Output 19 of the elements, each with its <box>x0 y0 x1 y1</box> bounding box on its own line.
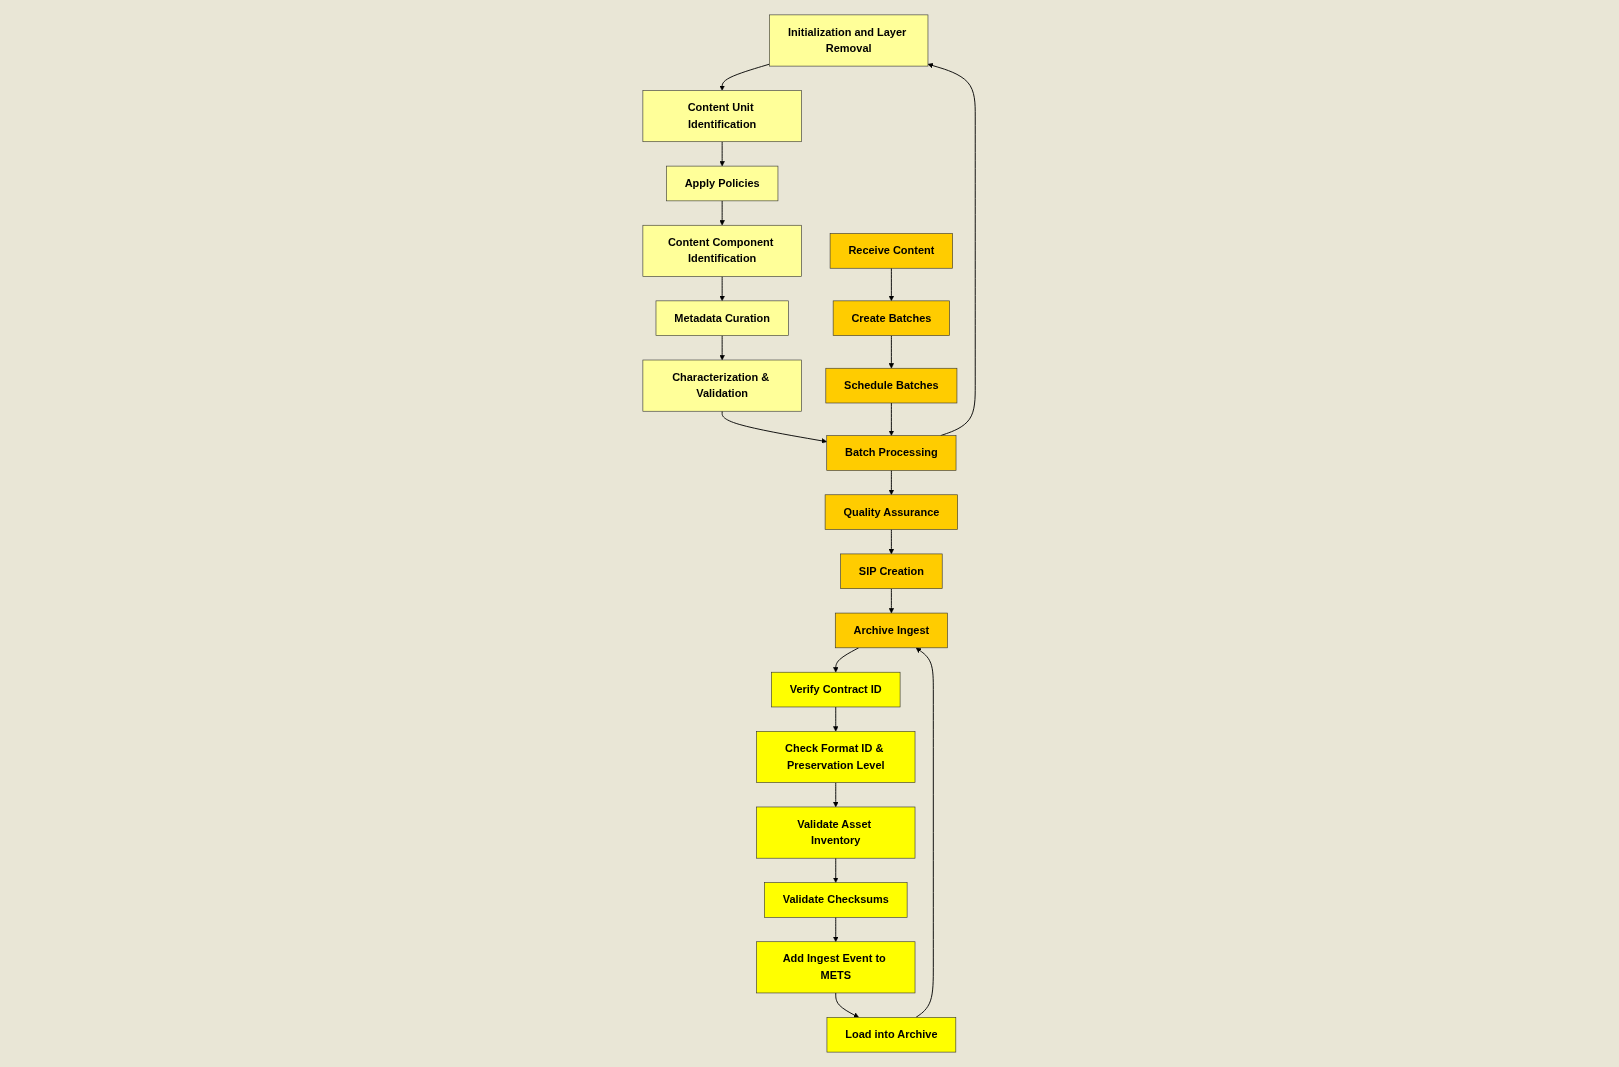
node-box: Initialization and Layer Removal <box>769 14 929 67</box>
node-box: SIP Creation <box>840 553 943 589</box>
node-box: Batch Processing <box>826 435 957 471</box>
node-box: Archive Ingest <box>835 612 949 649</box>
node-box: Schedule Batches <box>825 367 958 404</box>
node-box: Verify Contract ID <box>771 671 901 708</box>
node-box: Check Format ID & Preservation Level <box>756 731 916 783</box>
node-box: Content Unit Identification <box>643 90 803 142</box>
node-box: Metadata Curation <box>656 300 790 336</box>
node-box: Load into Archive <box>827 1017 957 1053</box>
node-box: Add Ingest Event to METS <box>756 941 916 994</box>
node-box: Validate Asset Inventory <box>756 806 916 859</box>
node-box: Receive Content <box>830 233 954 269</box>
node-box: Characterization & Validation <box>643 359 803 412</box>
node-box: Content Component Identification <box>643 224 803 277</box>
node-box: Apply Policies <box>666 165 779 202</box>
node-box: Create Batches <box>833 300 951 336</box>
node-box: Validate Checksums <box>764 882 908 918</box>
node-box: Quality Assurance <box>825 494 959 530</box>
